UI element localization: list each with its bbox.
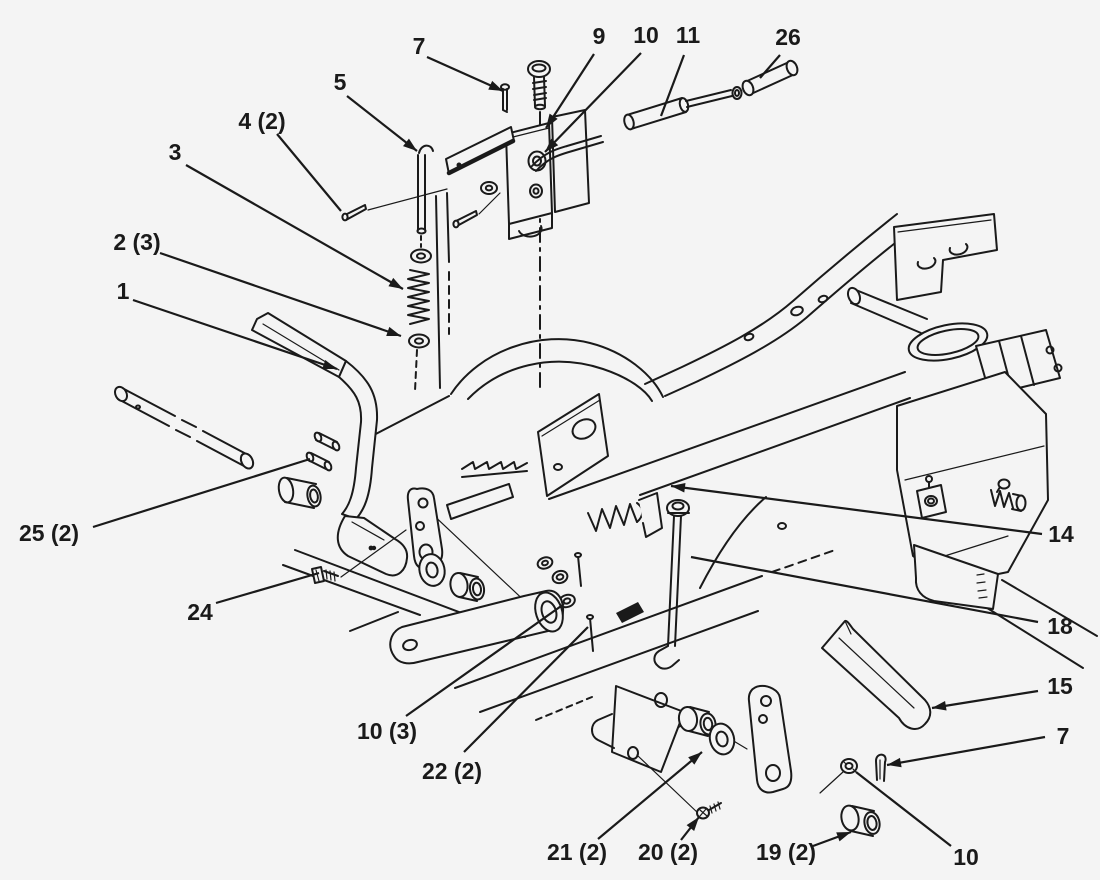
callout-label: 19 (2) (756, 839, 816, 865)
arrowhead-icon (488, 80, 503, 91)
sleeve-26 (741, 59, 799, 97)
callout-20-2--15: 20 (2) (638, 816, 700, 865)
washer-pin-row (536, 552, 594, 652)
callout-label: 7 (1057, 723, 1070, 749)
arrowhead-icon (688, 752, 702, 765)
pins-4 (341, 188, 501, 229)
rod-18 (653, 499, 690, 670)
callout-18-20: 18 (690, 555, 1073, 639)
callout-15-19: 15 (931, 673, 1073, 711)
callout-label: 7 (413, 33, 426, 59)
callout-14-21: 14 (670, 483, 1074, 547)
callout-label: 26 (775, 24, 801, 50)
callout-label: 20 (2) (638, 839, 698, 865)
rod-5 (416, 144, 434, 248)
arrowhead-icon (403, 138, 417, 151)
callout-layer: 7 9 10 11 26 5 4 (2) 3 2 (3) 1 25 (2) 24 10 (3)22 (2… (19, 22, 1074, 870)
callout-4-2--6: 4 (2) (238, 108, 342, 212)
callout-3-7: 3 (169, 139, 404, 290)
transaxle (846, 213, 1063, 610)
callout-label: 24 (187, 599, 213, 625)
mounting-plate (446, 393, 609, 520)
washer-under-bracket (480, 181, 498, 195)
callout-label: 15 (1047, 673, 1073, 699)
cotter-pin-7-right (875, 753, 887, 782)
arrowhead-icon (836, 832, 851, 842)
bushing-left (277, 476, 322, 509)
callout-label: 10 (633, 22, 659, 48)
control-bracket (505, 109, 590, 240)
callout-label: 22 (2) (422, 758, 482, 784)
callout-25-2--10: 25 (2) (19, 457, 311, 546)
callout-label: 18 (1047, 613, 1073, 639)
screw-24 (311, 529, 407, 584)
callout-label: 4 (2) (238, 108, 285, 134)
pedal-shaft (114, 385, 255, 470)
callout-label: 10 (3) (357, 718, 417, 744)
callout-11-3: 11 (659, 22, 701, 117)
arrowhead-icon (686, 817, 699, 831)
pins-25 (305, 431, 341, 472)
pin-7-top (500, 83, 510, 113)
arrowhead-icon (322, 359, 337, 370)
callout-19-2--16: 19 (2) (756, 830, 852, 865)
callout-2-3--8: 2 (3) (113, 229, 402, 338)
callout-label: 21 (2) (547, 839, 607, 865)
callout-label: 14 (1048, 521, 1074, 547)
bushing-washer-21 (677, 706, 736, 756)
washer-10-right (819, 758, 858, 794)
triangle-bracket (591, 685, 748, 773)
callout-label: 11 (676, 22, 701, 48)
callout-label: 1 (117, 278, 130, 304)
callout-26-4: 26 (759, 24, 801, 79)
bracket-strap (445, 126, 516, 176)
pedal-1 (251, 312, 409, 577)
screw-20 (636, 754, 722, 820)
arrowhead-icon (671, 483, 686, 493)
callout-7-0: 7 (413, 33, 504, 93)
screw-9 (527, 60, 551, 111)
tension-spring (587, 492, 663, 538)
arrowhead-icon (932, 701, 947, 711)
callout-5-5: 5 (334, 69, 418, 152)
control-rod-11 (531, 59, 799, 172)
callout-label: 3 (169, 139, 182, 165)
spring-stack (407, 248, 432, 392)
arrowhead-icon (545, 138, 559, 152)
top-bracket-assembly (341, 60, 590, 392)
frame-slot (616, 602, 644, 623)
swing-arm (389, 589, 565, 665)
arrowhead-icon (887, 757, 902, 768)
callout-10-2: 10 (544, 22, 659, 153)
callout-24-11: 24 (187, 571, 320, 625)
callout-label: 2 (3) (113, 229, 160, 255)
callout-21-2--14: 21 (2) (547, 751, 703, 865)
link-washer-stack-left (406, 487, 532, 608)
callout-22-2--13: 22 (2) (422, 626, 589, 784)
callout-7-18: 7 (886, 723, 1070, 768)
arrowhead-icon (546, 113, 558, 128)
pedal-15 (821, 619, 932, 730)
callout-label: 5 (334, 69, 347, 95)
pedal-15-arm (747, 684, 793, 794)
ring-on-rod (731, 86, 743, 100)
arrowhead-icon (388, 277, 403, 289)
callout-10-17: 10 (855, 771, 979, 870)
bushing-19 (840, 804, 881, 837)
arrowhead-icon (386, 326, 401, 336)
callout-10-3--12: 10 (3) (357, 603, 565, 744)
callout-label: 10 (953, 844, 979, 870)
callout-1-9: 1 (117, 278, 338, 371)
callout-label: 9 (593, 23, 606, 49)
callout-label: 25 (2) (19, 520, 79, 546)
callout-9-1: 9 (545, 23, 606, 129)
